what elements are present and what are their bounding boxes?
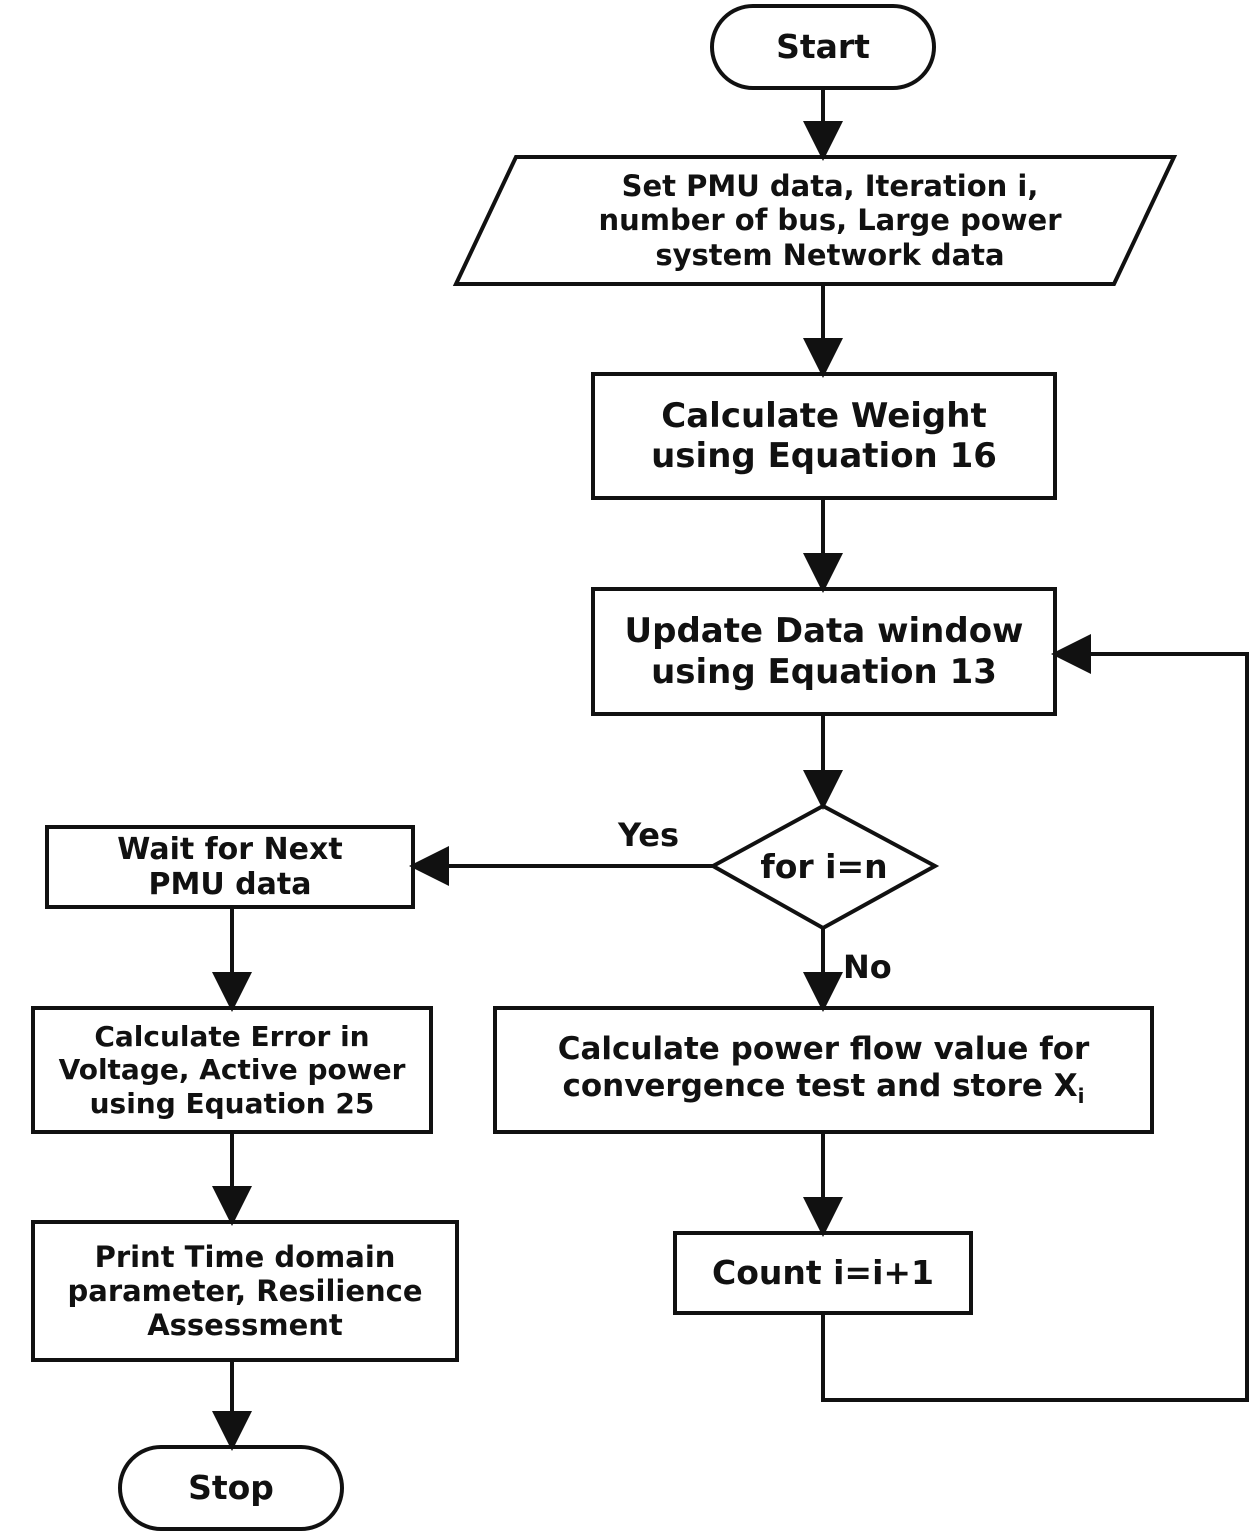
stop-label: Stop [188, 1467, 274, 1507]
wait-label: Wait for Next PMU data [117, 831, 343, 902]
start-label: Start [776, 26, 870, 66]
calc-error-label: Calculate Error in Voltage, Active power… [58, 1020, 406, 1120]
calc-weight-label: Calculate Weight using Equation 16 [651, 395, 997, 476]
yes-label: Yes [618, 816, 679, 854]
calc-power-label: Calculate power flow value for convergen… [495, 1008, 1152, 1132]
print-label: Print Time domain parameter, Resilience … [67, 1239, 423, 1343]
count-label: Count i=i+1 [711, 1252, 935, 1292]
calc-weight-box [591, 372, 1057, 500]
calc-power-text: Calculate power flow value for convergen… [557, 1031, 1090, 1104]
edge-loop-back [821, 634, 1249, 1402]
decision-label: for i=n [760, 846, 888, 886]
input-label: Set PMU data, Iteration i, number of bus… [598, 169, 1062, 272]
update-window-label: Update Data window using Equation 13 [624, 611, 1024, 692]
input-parallelogram [452, 155, 1178, 286]
no-label: No [843, 948, 892, 986]
calc-power-subscript: i [1077, 1084, 1085, 1109]
wait-box [45, 825, 415, 909]
